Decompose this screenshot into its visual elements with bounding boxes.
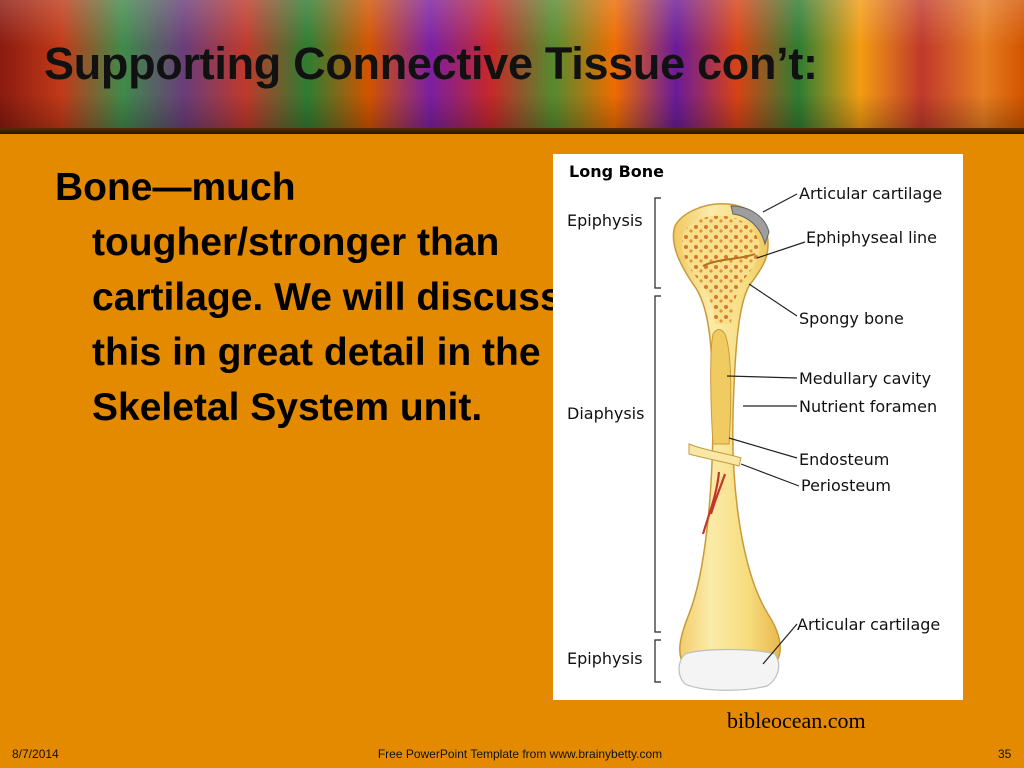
nutrient-vessel	[701, 471, 727, 535]
long-bone-svg: Long Bone Epiphysis Diaphysis Epiphysis	[567, 162, 942, 691]
articular-cartilage-top	[730, 205, 770, 246]
title-banner	[0, 0, 1024, 134]
slide-number: 35	[998, 747, 1012, 761]
label-periosteum: Periosteum	[801, 476, 891, 495]
leader-lines	[726, 193, 806, 665]
label-spongy-bone: Spongy bone	[799, 309, 904, 328]
label-epiphysis-top: Epiphysis	[567, 211, 643, 230]
image-credit: bibleocean.com	[727, 708, 866, 733]
label-nutrient-foramen: Nutrient foramen	[799, 397, 937, 416]
figure-title: Long Bone	[569, 162, 664, 181]
articular-cartilage-bottom	[678, 648, 780, 691]
label-epiphyseal-line: Ephiphyseal line	[806, 228, 937, 247]
region-brackets	[654, 197, 661, 683]
footer-template-credit: Free PowerPoint Template from www.brainy…	[377, 747, 663, 761]
label-endosteum: Endosteum	[799, 450, 889, 469]
medullary-cavity	[710, 329, 732, 445]
label-diaphysis: Diaphysis	[567, 404, 644, 423]
spongy-bone-region	[681, 215, 760, 324]
label-articular-cartilage-bottom: Articular cartilage	[797, 615, 940, 634]
periosteum-layer	[688, 443, 742, 467]
footer-date: 8/7/2014	[12, 747, 59, 761]
epiphyseal-line	[702, 253, 756, 267]
label-epiphysis-bottom: Epiphysis	[567, 649, 643, 668]
label-articular-cartilage-top: Articular cartilage	[799, 184, 942, 203]
slide-title: Supporting Connective Tissue con’t:	[44, 38, 818, 89]
body-text: Bone—much tougher/stronger than cartilag…	[55, 166, 562, 429]
long-bone-diagram: Long Bone Epiphysis Diaphysis Epiphysis	[553, 154, 963, 700]
label-medullary-cavity: Medullary cavity	[799, 369, 931, 388]
